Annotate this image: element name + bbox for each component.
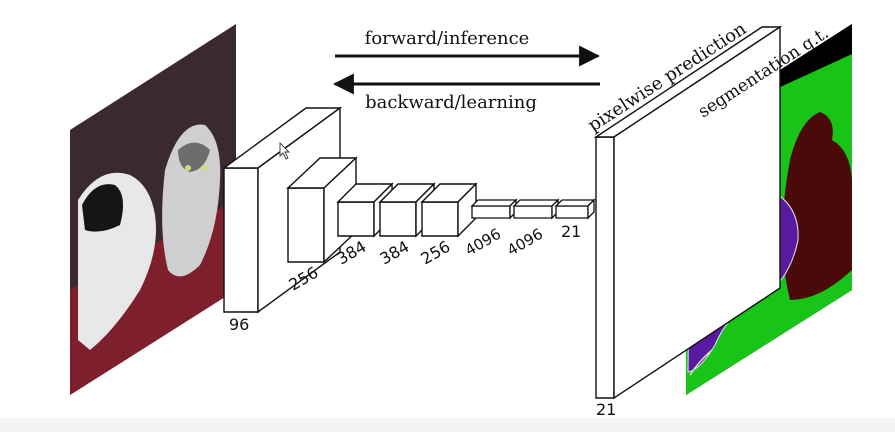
forward-label: forward/inference xyxy=(365,28,530,49)
layer-256b-label: 256 xyxy=(418,237,454,269)
layer-21-block xyxy=(554,198,596,220)
layer-4096b-label: 4096 xyxy=(504,225,546,260)
layer-21-label: 21 xyxy=(561,222,581,241)
output-21-block xyxy=(593,25,783,400)
backward-label: backward/learning xyxy=(365,92,537,113)
layer-384b-label: 384 xyxy=(377,237,413,269)
output-21-label: 21 xyxy=(596,400,616,419)
mouse-cursor-icon xyxy=(279,141,291,160)
layer-96-label: 96 xyxy=(229,315,249,334)
bottom-strip xyxy=(0,418,895,432)
input-image xyxy=(70,24,236,395)
layer-4096a-label: 4096 xyxy=(462,225,504,260)
layer-4096b-block xyxy=(512,198,560,220)
layer-4096a-block xyxy=(470,198,518,220)
